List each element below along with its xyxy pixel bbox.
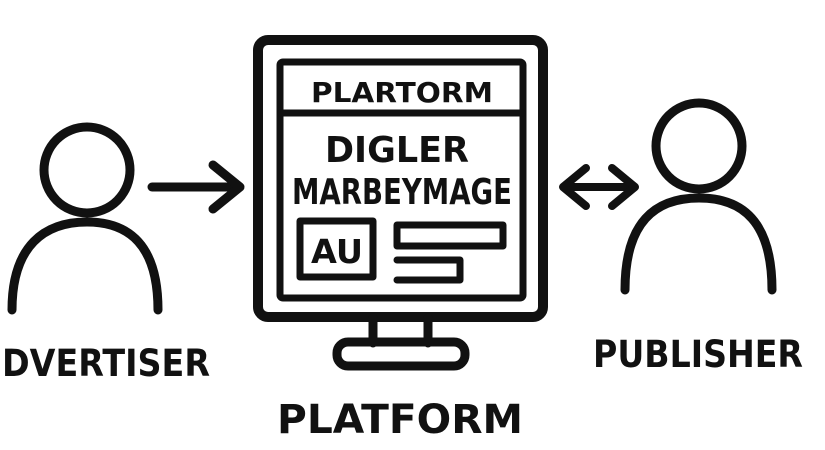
screen-line-2: MARBEYMAGE (292, 172, 512, 213)
screen-content-bar-long (393, 221, 507, 250)
screen-ad-box (296, 217, 377, 281)
monitor-frame (253, 35, 548, 322)
arrow-platform-publisher (559, 164, 639, 210)
advertiser-figure (7, 122, 163, 315)
publisher-figure (620, 98, 777, 295)
advertiser-label: DVERTISER (2, 342, 210, 385)
publisher-label: PUBLISHER (593, 333, 803, 376)
arrow-advertiser-to-platform (147, 160, 245, 214)
platform-label: PLATFORM (277, 397, 523, 443)
publisher-head (651, 98, 747, 194)
publisher-body (620, 193, 777, 295)
monitor-screen (276, 58, 527, 302)
advertiser-body (7, 217, 163, 315)
platform-monitor: PLARTORM DIGLER MARBEYMAGE AU (253, 35, 548, 371)
advertiser-head (39, 122, 135, 218)
screen-content-bar-short (393, 256, 464, 284)
screen-ad-box-label: AU (311, 232, 363, 271)
screen-header-text: PLARTORM (311, 76, 493, 109)
monitor-stand (332, 337, 470, 371)
screen-line-1: DIGLER (325, 130, 469, 171)
